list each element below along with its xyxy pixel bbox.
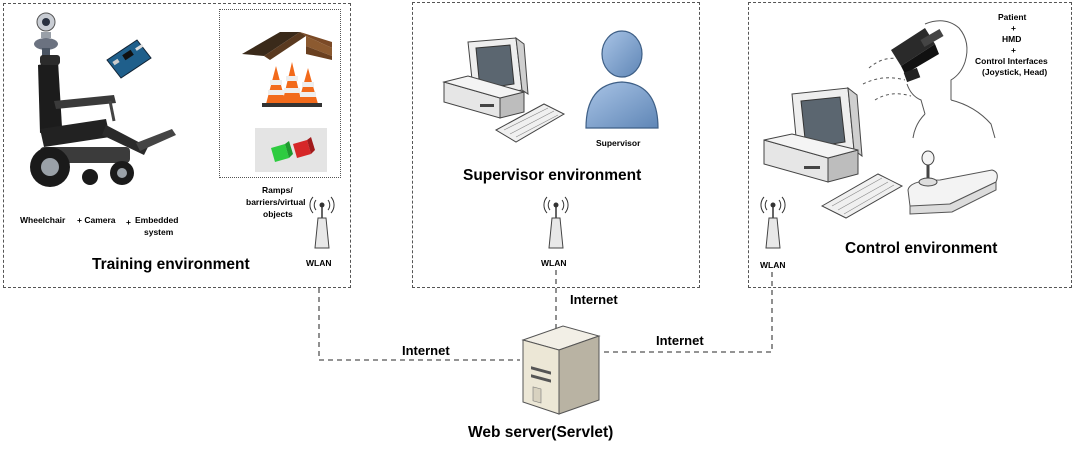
control-environment-title: Control environment [845,240,998,257]
ramps-label-2: barriers/virtual [246,197,306,207]
web-server-icon [521,325,601,415]
supervisor-computer-icon [442,36,566,143]
embedded-board-icon [106,39,152,79]
patient-line-5: Control Interfaces [975,56,1048,66]
embedded-label-2: system [144,227,174,237]
internet-label-right: Internet [656,333,704,348]
camera-label: + Camera [77,215,116,225]
patient-line-4: + [1011,45,1016,55]
patient-line-3: HMD [1002,34,1022,44]
patient-hmd-icon [862,20,996,139]
wheelchair-label: Wheelchair [20,215,66,225]
link-training-server [318,288,520,361]
wlan-label-control: WLAN [760,260,786,270]
supervisor-person-icon [585,30,659,129]
patient-line-6: (Joystick, Head) [982,67,1048,77]
internet-label-left: Internet [402,343,450,358]
control-computer-icon [763,86,904,219]
embedded-label-1: Embedded [135,215,179,225]
traffic-cones-icon [262,62,322,107]
ramps-label-3: objects [263,209,293,219]
obstacles-box [219,9,341,178]
supervisor-environment-box [412,2,700,288]
joystick-icon [907,150,998,215]
wlan-antenna-icon [543,196,569,249]
training-environment-title: Training environment [92,256,250,273]
patient-line-1: Patient [998,12,1027,22]
ramp-icon [242,32,332,60]
internet-label-middle: Internet [570,292,618,307]
supervisor-person-label: Supervisor [596,138,641,148]
camera-icon [34,12,58,56]
embedded-plus: + [126,217,131,227]
wheelchair-icon [30,55,176,187]
wlan-antenna-icon [760,196,786,249]
wlan-label-training: WLAN [306,258,332,268]
control-environment-box [748,2,1072,288]
training-environment-box [3,3,351,288]
virtual-objects-icon [255,128,327,172]
ramps-label-1: Ramps/ [262,185,293,195]
wlan-label-supervisor: WLAN [541,258,567,268]
web-server-title: Web server(Servlet) [468,424,614,441]
wlan-antenna-icon [309,196,335,249]
supervisor-environment-title: Supervisor environment [463,167,642,184]
patient-line-2: + [1011,23,1016,33]
